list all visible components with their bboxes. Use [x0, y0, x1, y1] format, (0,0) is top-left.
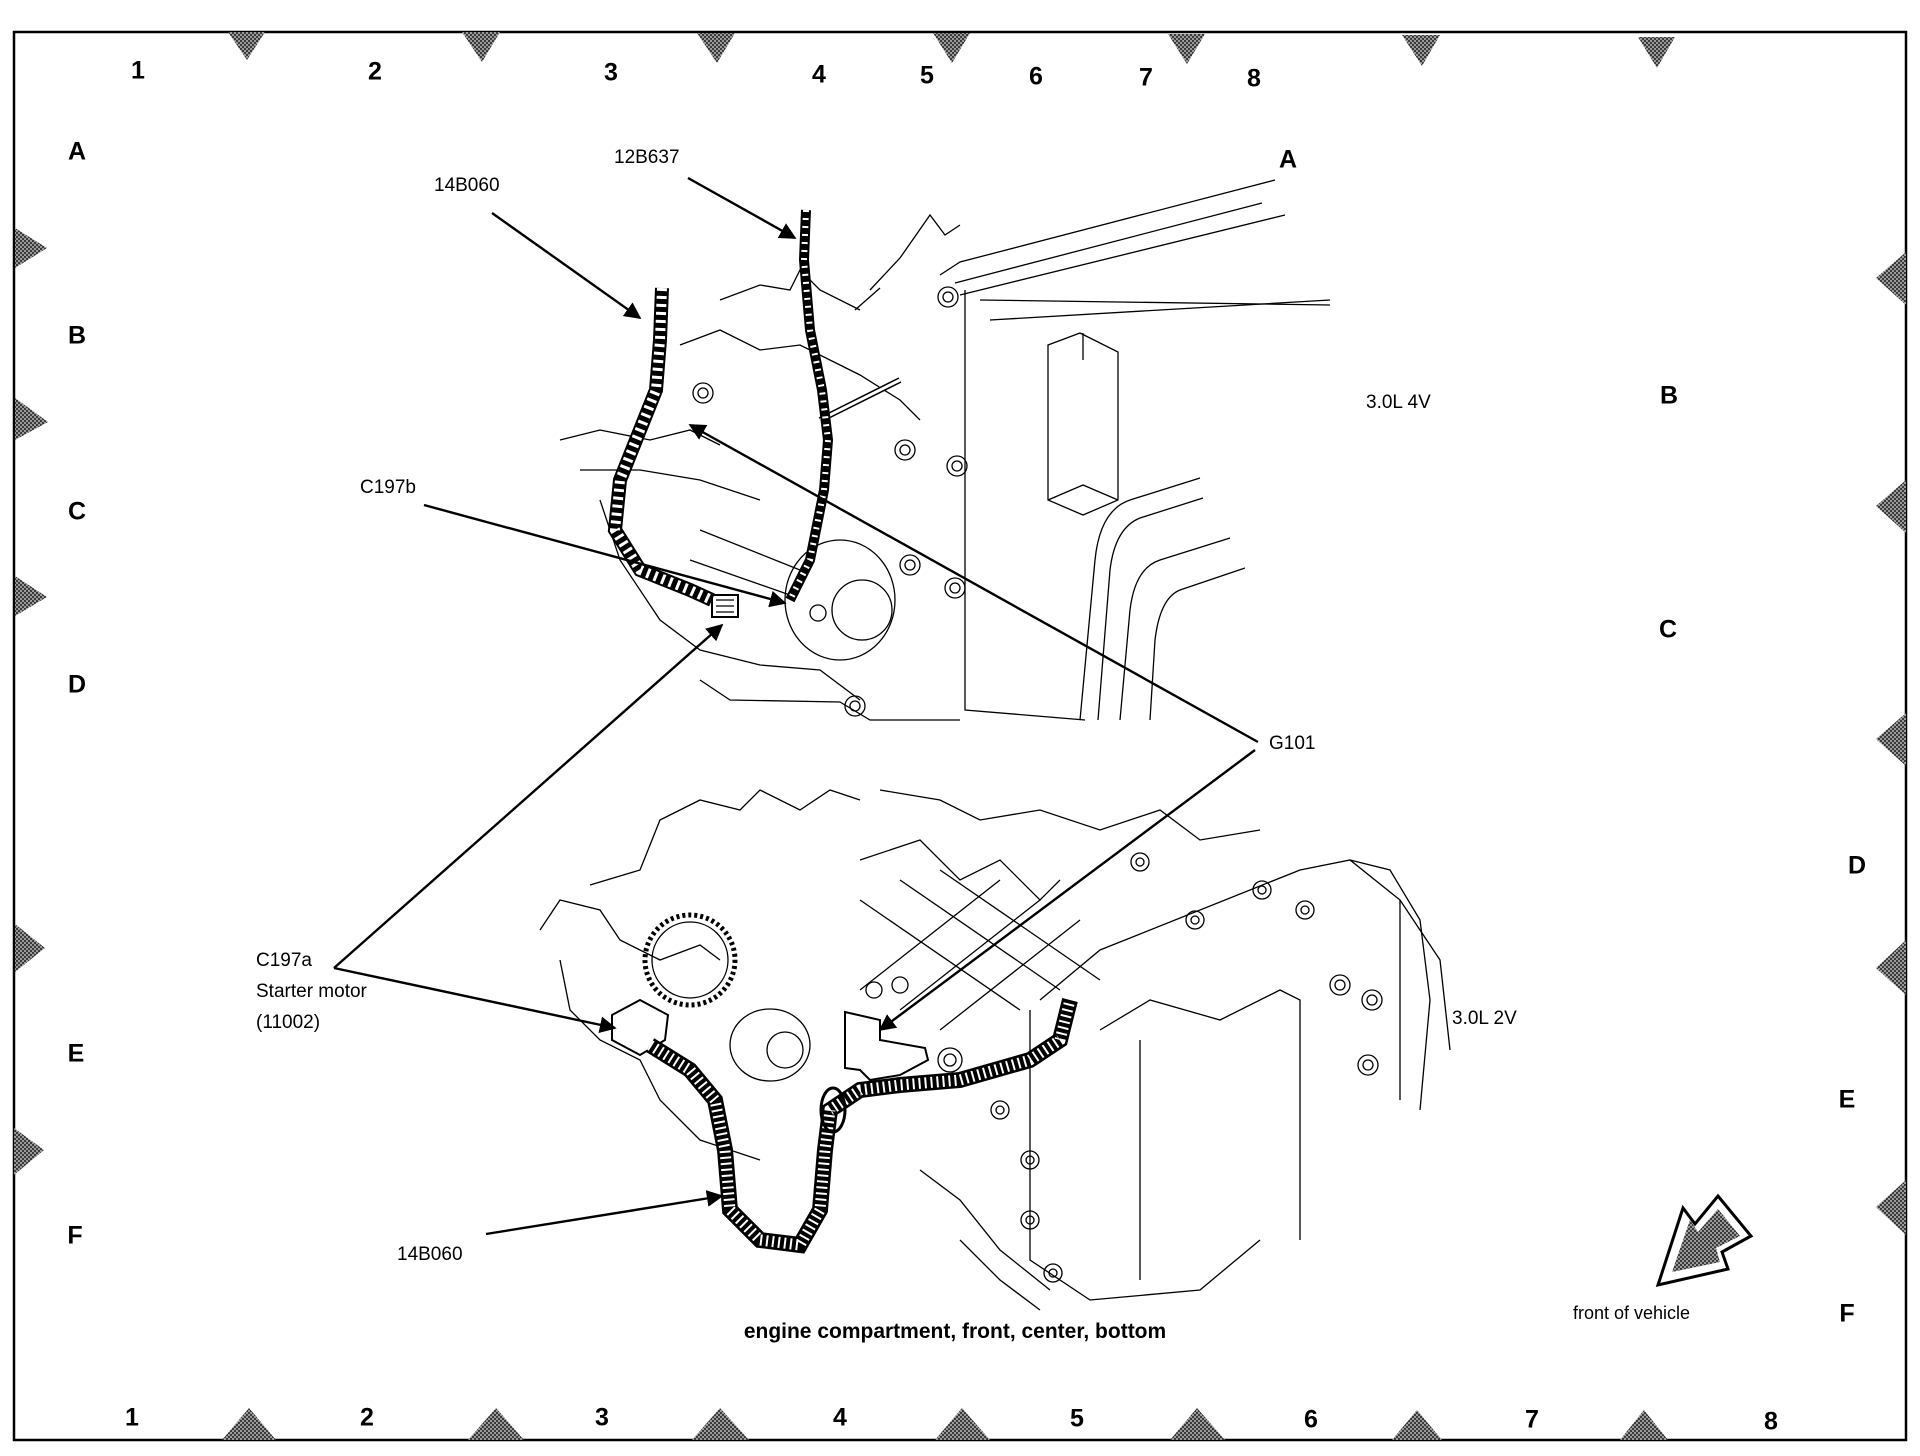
leader-lines	[333, 176, 1259, 1236]
grid-row-right-F: F	[1839, 1299, 1855, 1328]
grid-col-top-6: 6	[1029, 62, 1043, 91]
grid-row-left-B: B	[67, 321, 87, 350]
grid-row-right-B: B	[1659, 381, 1679, 410]
grid-col-bottom-4: 4	[833, 1403, 847, 1432]
grid-col-bottom-1: 1	[125, 1403, 139, 1432]
left-marker	[15, 228, 47, 268]
upper-engine-illustration	[559, 179, 1331, 721]
grid-row-right-A: A	[1278, 145, 1298, 174]
callout-g101: G101	[1269, 733, 1316, 754]
grid-col-top-8: 8	[1247, 64, 1261, 93]
grid-row-right-D: D	[1847, 851, 1867, 880]
leader-14B060-lower	[485, 1190, 724, 1236]
callout-14B060-upper: 14B060	[434, 175, 500, 196]
bottom-marker	[1620, 1410, 1668, 1440]
grid-col-bottom-5: 5	[1070, 1404, 1084, 1433]
right-marker	[1876, 940, 1906, 995]
grid-col-top-1: 1	[131, 56, 145, 85]
grid-row-right-E: E	[1838, 1085, 1856, 1114]
grid-row-right-C: C	[1658, 615, 1678, 644]
bottom-marker	[468, 1408, 524, 1440]
grid-row-left-F: F	[67, 1221, 83, 1250]
lower-harness-14B060	[645, 998, 1078, 1254]
grid-col-top-7: 7	[1139, 63, 1153, 92]
top-marker	[462, 32, 500, 62]
grid-col-top-2: 2	[368, 57, 382, 86]
grid-col-bottom-6: 6	[1304, 1405, 1318, 1434]
leader-g101-upper	[688, 423, 1259, 744]
grid-col-bottom-7: 7	[1525, 1405, 1539, 1434]
top-marker	[697, 33, 735, 63]
callout-12B637: 12B637	[614, 147, 680, 168]
grid-col-top-4: 4	[812, 60, 826, 89]
lower-engine-illustration	[539, 789, 1451, 1311]
top-marker	[1638, 37, 1675, 68]
leader-c197b	[423, 503, 787, 608]
bottom-grid-markers	[222, 1408, 1668, 1440]
bottom-marker	[222, 1408, 276, 1440]
leader-c197a-lower	[333, 966, 617, 1034]
left-marker	[15, 924, 45, 972]
front-of-vehicle-arrow-icon	[1655, 1193, 1754, 1288]
right-marker	[1876, 1180, 1906, 1235]
top-marker	[1168, 34, 1205, 64]
diagram-caption: engine compartment, front, center, botto…	[743, 1320, 1167, 1343]
callout-starter-part-number: (11002)	[256, 1012, 321, 1033]
right-marker	[1876, 713, 1906, 766]
leader-12B637	[687, 176, 797, 240]
top-marker	[1402, 35, 1440, 66]
upper-cable-12B637	[785, 209, 834, 603]
grid-col-top-3: 3	[604, 58, 618, 87]
leader-14B060-upper	[491, 212, 642, 319]
upper-harness-14B060	[607, 287, 715, 607]
callout-starter-motor: Starter motor	[256, 981, 367, 1002]
grid-col-bottom-2: 2	[360, 1403, 374, 1432]
top-marker	[933, 33, 970, 63]
grid-col-top-5: 5	[920, 61, 934, 90]
grid-col-bottom-3: 3	[595, 1403, 609, 1432]
bottom-marker	[1392, 1410, 1442, 1440]
bottom-marker	[935, 1408, 990, 1440]
callout-14B060-lower: 14B060	[397, 1244, 463, 1265]
callout-c197a: C197a	[256, 950, 312, 971]
leader-g101-lower	[878, 749, 1256, 1032]
callout-c197b: C197b	[360, 477, 416, 498]
left-marker	[15, 398, 48, 440]
bottom-marker	[1170, 1408, 1225, 1440]
top-grid-markers	[228, 32, 1675, 68]
right-grid-markers	[1876, 252, 1906, 1235]
diagram-border	[12, 30, 1908, 1442]
grid-row-left-C: C	[67, 497, 87, 526]
top-marker	[228, 32, 265, 60]
engine-variant-lower: 3.0L 2V	[1452, 1008, 1517, 1029]
right-marker	[1876, 252, 1906, 305]
left-marker	[14, 1128, 44, 1175]
engine-variant-upper: 3.0L 4V	[1366, 392, 1431, 413]
leader-c197a-upper	[333, 623, 724, 969]
right-marker	[1876, 480, 1906, 533]
left-grid-markers	[14, 228, 48, 1175]
grid-row-left-D: D	[67, 670, 87, 699]
grid-col-bottom-8: 8	[1764, 1407, 1778, 1436]
front-of-vehicle-label: front of vehicle	[1573, 1303, 1691, 1323]
left-marker	[15, 576, 47, 616]
grid-row-left-A: A	[67, 137, 87, 166]
grid-row-left-E: E	[67, 1039, 85, 1068]
bottom-marker	[692, 1408, 749, 1440]
